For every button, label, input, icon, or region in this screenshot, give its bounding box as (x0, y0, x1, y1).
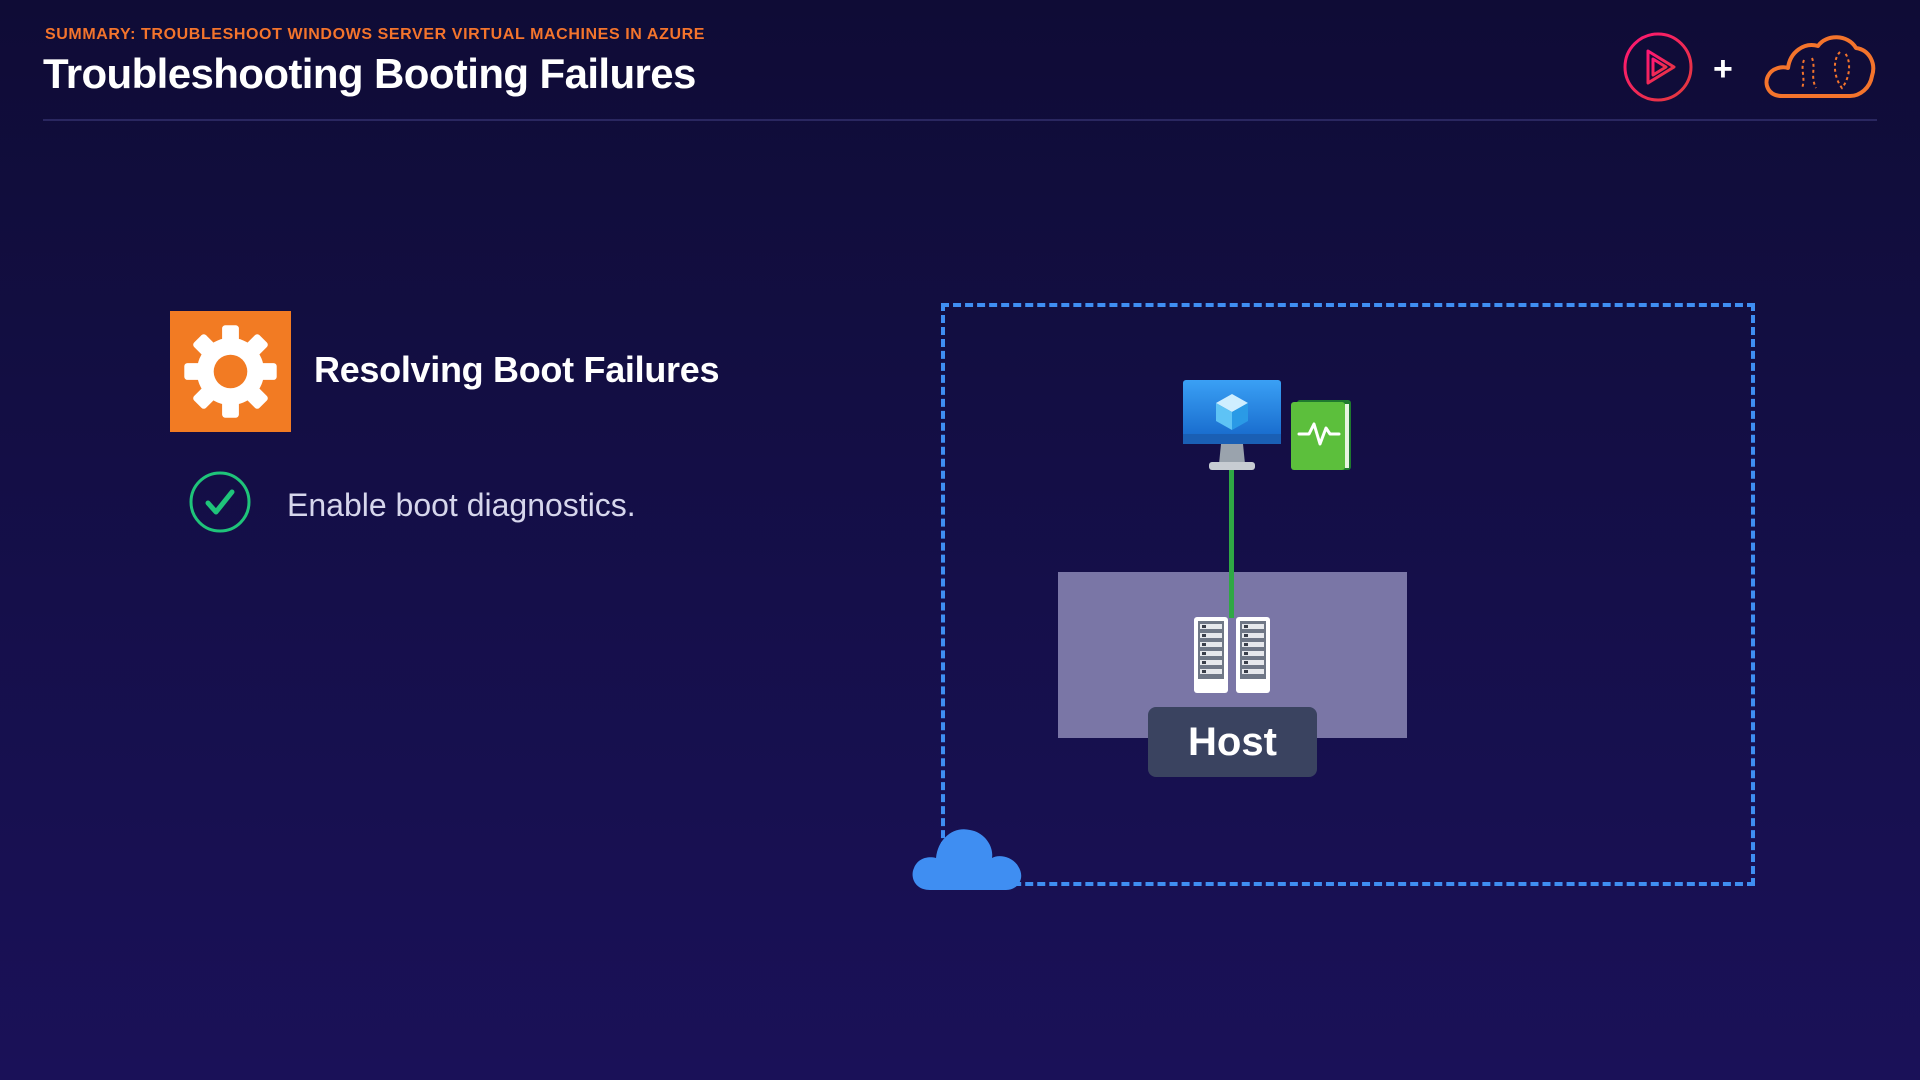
section-title: Resolving Boot Failures (314, 349, 720, 390)
logo-plus: + (1713, 50, 1733, 88)
host-label: Host (1148, 707, 1317, 777)
pluralsight-logo-icon (1623, 32, 1693, 102)
header-divider (43, 119, 1877, 121)
gear-icon-tile (170, 311, 291, 432)
check-circle-icon (189, 471, 251, 533)
vm-host-connection-line (1229, 470, 1234, 618)
cloud-icon (912, 829, 1022, 890)
gear-icon (184, 325, 277, 418)
partner-cloud-logo-icon (1764, 35, 1876, 98)
server-rack-icon (1194, 617, 1270, 693)
page-title: Troubleshooting Booting Failures (43, 50, 696, 97)
bullet-enable-boot-diagnostics: Enable boot diagnostics. (287, 487, 636, 523)
diagnostics-book-icon (1291, 400, 1351, 470)
azure-boundary-frame (941, 303, 1755, 886)
page-subtitle: SUMMARY: TROUBLESHOOT WINDOWS SERVER VIR… (45, 26, 706, 43)
virtual-machine-icon (1183, 380, 1281, 470)
